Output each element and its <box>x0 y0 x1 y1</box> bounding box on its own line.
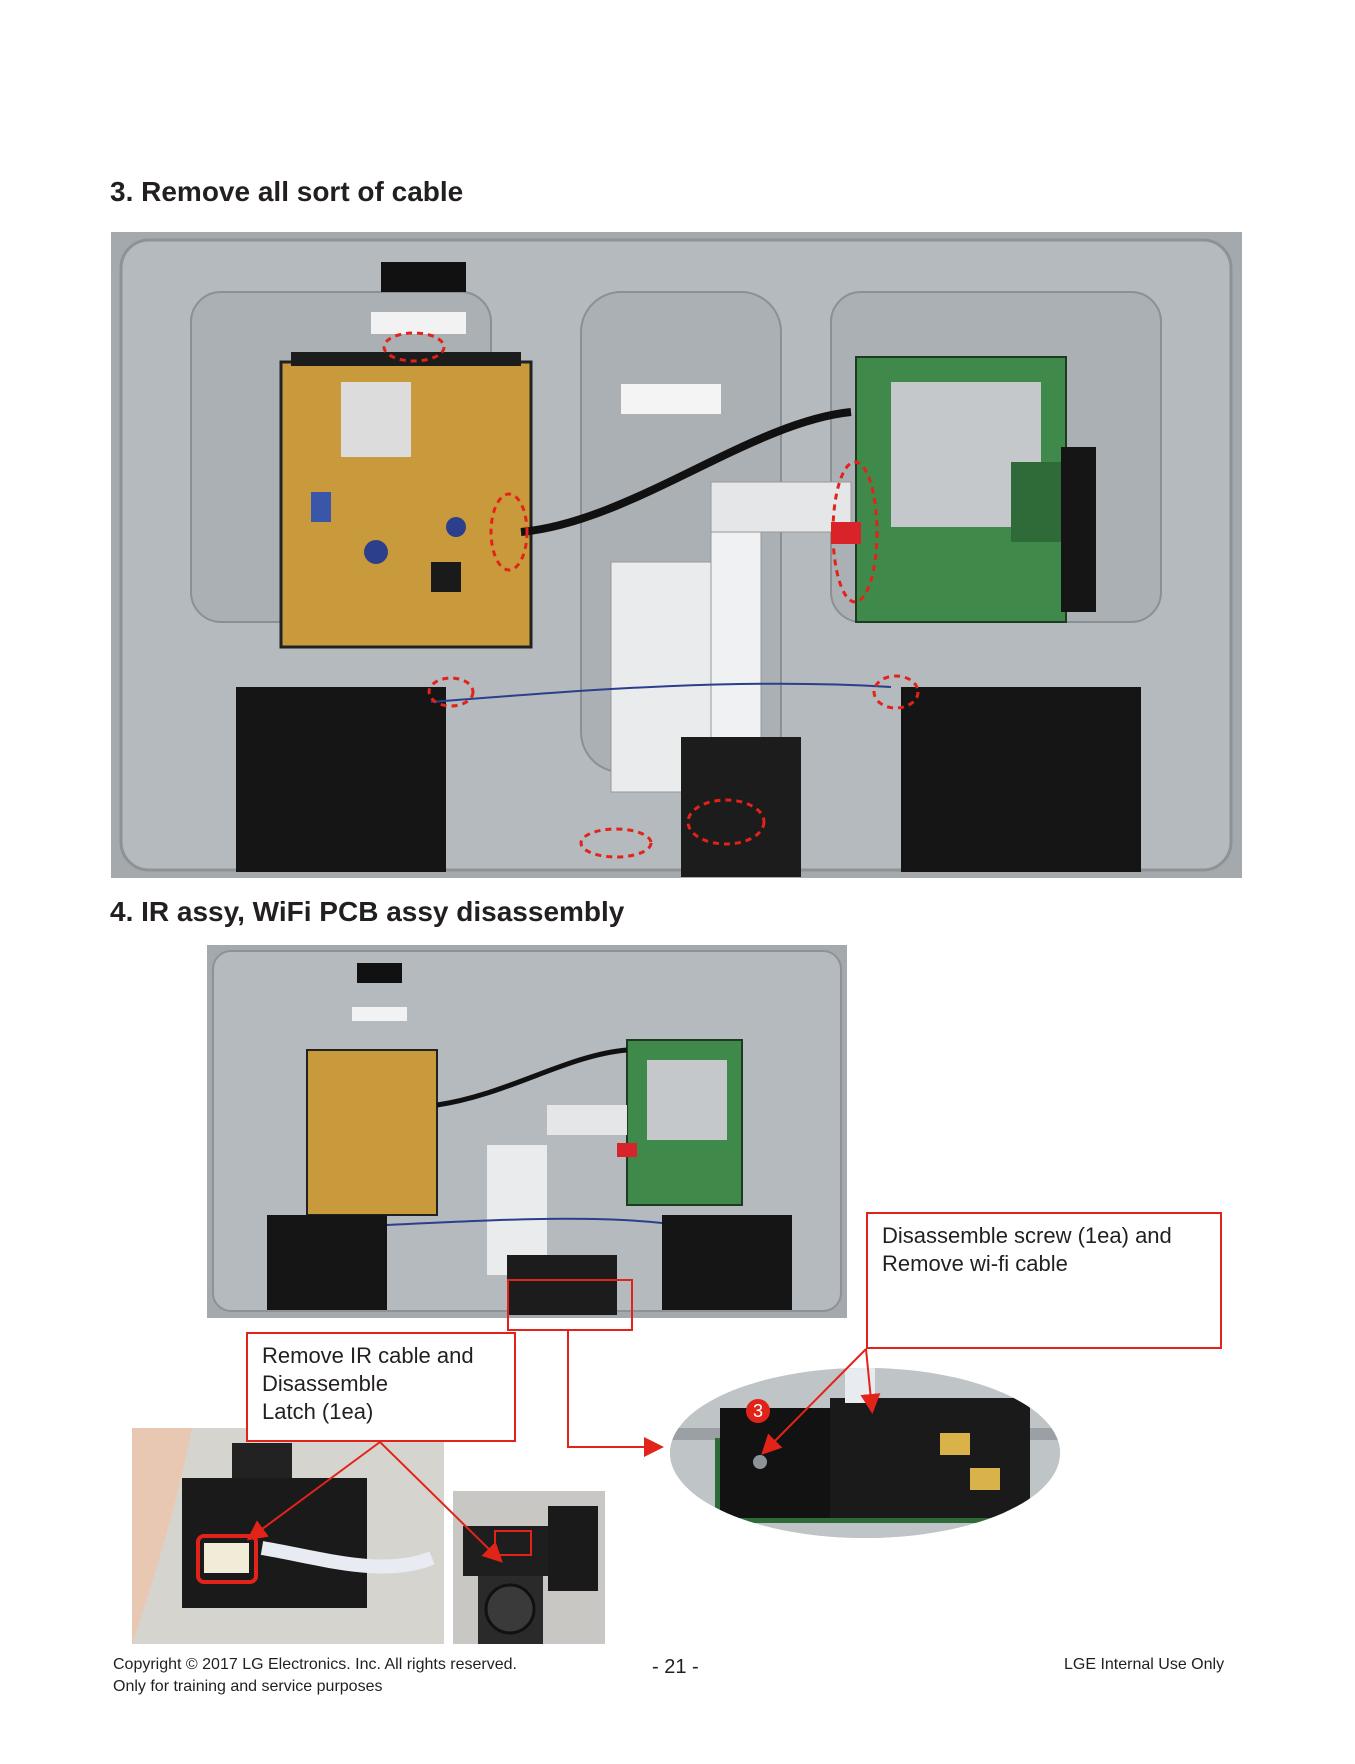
ir-latch-photo <box>453 1491 605 1644</box>
footer-copyright-block: Copyright © 2017 LG Electronics. Inc. Al… <box>113 1654 517 1698</box>
section-4-title: 4. IR assy, WiFi PCB assy disassembly <box>110 896 625 927</box>
callout-screw-line1: Disassemble screw (1ea) and <box>882 1223 1172 1248</box>
footer-usage: Only for training and service purposes <box>113 1678 383 1695</box>
footer-copyright: Copyright © 2017 LG Electronics. Inc. Al… <box>113 1656 517 1673</box>
step-marker-3: 3 <box>746 1399 770 1423</box>
wifi-pcb-closeup <box>670 1368 1060 1538</box>
section-3-title: 3. Remove all sort of cable <box>110 176 464 207</box>
footer-internal: LGE Internal Use Only <box>1064 1656 1225 1673</box>
tv-rear-photo <box>111 232 1242 878</box>
callout-screw-line2: Remove wi-fi cable <box>882 1251 1068 1276</box>
callout-ir-latch: Remove IR cable and Disassemble Latch (1… <box>246 1332 516 1442</box>
callout-screw-wifi: Disassemble screw (1ea) and Remove wi-fi… <box>866 1212 1222 1349</box>
callout-ir-line3: Latch (1ea) <box>262 1399 374 1424</box>
callout-ir-line1: Remove IR cable and <box>262 1343 474 1368</box>
page-number: - 21 - <box>652 1656 699 1678</box>
ir-assy-photo <box>132 1428 444 1644</box>
tv-rear-overview-photo <box>207 945 847 1318</box>
step-marker-label: 3 <box>752 1401 763 1421</box>
callout-ir-line2: Disassemble <box>262 1371 388 1396</box>
